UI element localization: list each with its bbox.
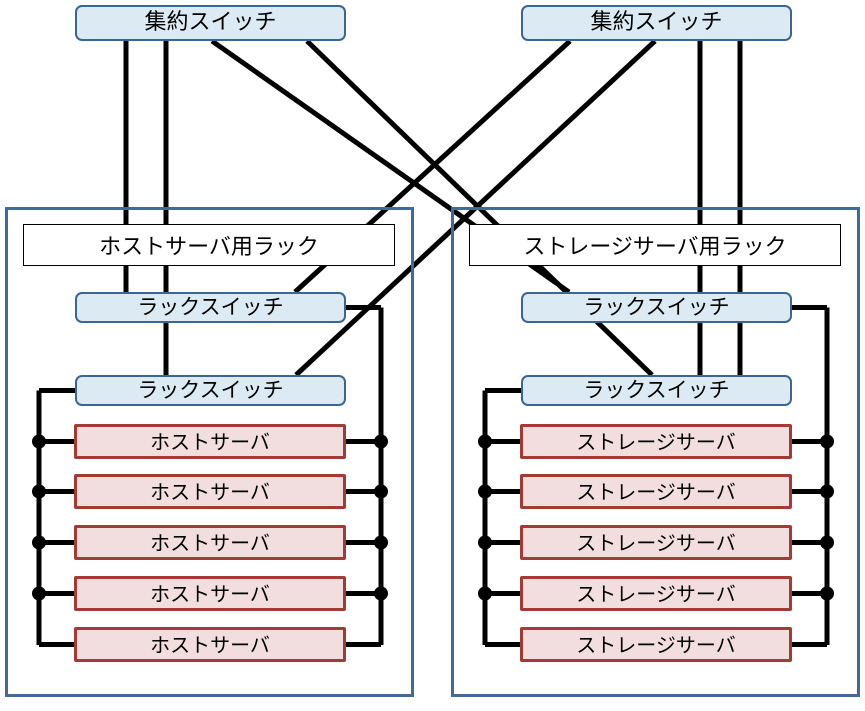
storage-server-2-label: ストレージサーバ — [576, 479, 736, 504]
host-server-5-label: ホストサーバ — [150, 632, 270, 657]
rack-container-storage — [451, 207, 860, 697]
storage-server-5-label: ストレージサーバ — [576, 632, 736, 657]
rack-switch-host-1[interactable]: ラックスイッチ — [75, 292, 346, 323]
rack-label-storage-text: ストレージサーバ用ラック — [523, 235, 787, 260]
rack-label-storage: ストレージサーバ用ラック — [469, 224, 841, 266]
rack-switch-storage-2[interactable]: ラックスイッチ — [521, 375, 792, 406]
storage-server-1[interactable]: ストレージサーバ — [520, 424, 792, 459]
aggregation-switch-left[interactable]: 集約スイッチ — [75, 5, 346, 41]
aggregation-switch-right[interactable]: 集約スイッチ — [521, 5, 792, 41]
storage-server-1-label: ストレージサーバ — [576, 429, 736, 454]
rack-switch-storage-1[interactable]: ラックスイッチ — [521, 292, 792, 323]
rack-switch-storage-2-label: ラックスイッチ — [583, 378, 730, 402]
host-server-1[interactable]: ホストサーバ — [74, 424, 346, 459]
rack-switch-host-2[interactable]: ラックスイッチ — [75, 375, 346, 406]
storage-server-2[interactable]: ストレージサーバ — [520, 474, 792, 509]
rack-switch-host-1-label: ラックスイッチ — [137, 295, 284, 319]
rack-label-host: ホストサーバ用ラック — [23, 224, 395, 266]
host-server-1-label: ホストサーバ — [150, 429, 270, 454]
host-server-2[interactable]: ホストサーバ — [74, 474, 346, 509]
storage-server-4[interactable]: ストレージサーバ — [520, 576, 792, 611]
rack-switch-storage-1-label: ラックスイッチ — [583, 295, 730, 319]
aggregation-switch-right-label: 集約スイッチ — [590, 10, 723, 35]
rack-switch-host-2-label: ラックスイッチ — [137, 378, 284, 402]
host-server-5[interactable]: ホストサーバ — [74, 627, 346, 662]
storage-server-3[interactable]: ストレージサーバ — [520, 525, 792, 560]
rack-container-host — [5, 207, 414, 697]
host-server-4[interactable]: ホストサーバ — [74, 576, 346, 611]
aggregation-switch-left-label: 集約スイッチ — [144, 10, 277, 35]
host-server-3-label: ホストサーバ — [150, 530, 270, 555]
storage-server-3-label: ストレージサーバ — [576, 530, 736, 555]
host-server-3[interactable]: ホストサーバ — [74, 525, 346, 560]
storage-server-5[interactable]: ストレージサーバ — [520, 627, 792, 662]
storage-server-4-label: ストレージサーバ — [576, 581, 736, 606]
host-server-2-label: ホストサーバ — [150, 479, 270, 504]
rack-label-host-text: ホストサーバ用ラック — [99, 235, 319, 260]
host-server-4-label: ホストサーバ — [150, 581, 270, 606]
